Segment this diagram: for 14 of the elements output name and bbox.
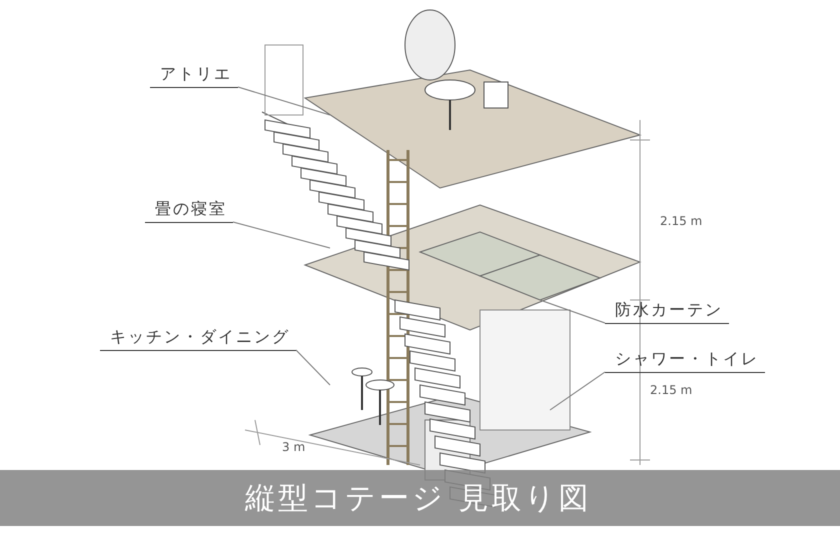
- room-label: 防水カーテン: [605, 300, 729, 324]
- room-label: アトリエ: [150, 64, 238, 88]
- dimension-label: 3 m: [282, 440, 306, 454]
- leader-line: [296, 350, 330, 386]
- leader-line: [550, 372, 606, 410]
- dimension-label: 2.15 m: [660, 214, 702, 228]
- leader-line: [232, 222, 330, 248]
- dimension-label: 2.15 m: [650, 383, 692, 397]
- leader-line: [238, 86, 330, 116]
- room-label: シャワー・トイレ: [605, 349, 765, 373]
- caption: 縦型コテージ 見取り図: [245, 480, 592, 518]
- leader-line: [540, 300, 606, 324]
- room-label: 畳の寝室: [145, 199, 233, 223]
- room-label: キッチン・ダイニング: [100, 327, 296, 351]
